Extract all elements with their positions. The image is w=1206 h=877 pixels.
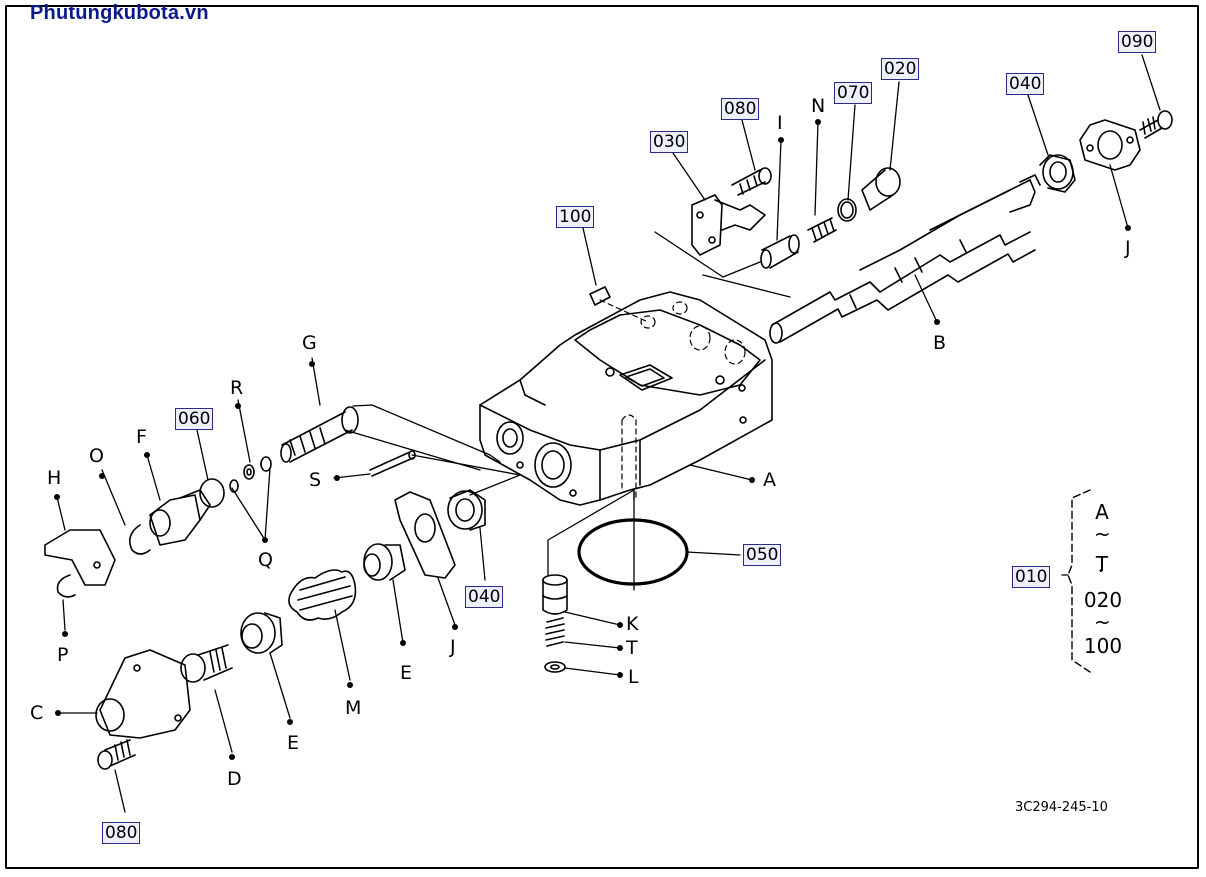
part-code-080-bottom[interactable]: 080 [102, 822, 141, 844]
label-c: C [30, 702, 44, 724]
part-code-090[interactable]: 090 [1118, 31, 1157, 53]
label-a: A [763, 469, 776, 491]
label-n: N [811, 95, 826, 117]
part-code-010[interactable]: 010 [1012, 566, 1051, 588]
label-h: H [47, 467, 62, 489]
pin-s [369, 450, 416, 477]
label-i: I [777, 112, 783, 134]
legend-to-letter: T [1095, 552, 1109, 576]
part-code-100[interactable]: 100 [556, 206, 595, 228]
legend-code-from: 020 [1083, 588, 1123, 612]
label-j-top: J [1125, 237, 1131, 259]
label-o: O [89, 445, 104, 467]
plunger-g [229, 406, 359, 493]
part-code-030[interactable]: 030 [650, 131, 689, 153]
legend-tilde-2: ~ [1094, 610, 1111, 634]
part-code-070[interactable]: 070 [834, 82, 873, 104]
label-k: K [626, 613, 639, 635]
label-d: D [227, 768, 242, 790]
legend-bracket [1067, 489, 1091, 673]
legend-code-to: 100 [1083, 634, 1123, 658]
part-code-060[interactable]: 060 [175, 408, 214, 430]
spool [769, 174, 1041, 344]
label-j-mid: J [450, 636, 456, 658]
part-code-040-mid[interactable]: 040 [465, 586, 504, 608]
leader-dots [54, 119, 1131, 760]
valve-body [479, 291, 773, 506]
bolt-090 [1139, 110, 1173, 139]
leader-lines [56, 54, 1161, 813]
o-ring-050 [577, 518, 689, 586]
spring-assembly [95, 543, 406, 770]
label-s: S [309, 469, 322, 491]
legend-tilde-1: ~ [1094, 522, 1111, 546]
label-b: B [933, 332, 947, 354]
label-p: P [57, 644, 69, 666]
lever-030 [691, 167, 772, 256]
label-m: M [345, 697, 362, 719]
set-screw-100 [589, 286, 611, 306]
legend-from-letter: A [1095, 500, 1109, 524]
label-q: Q [258, 549, 273, 571]
part-code-040-top[interactable]: 040 [1006, 73, 1045, 95]
hidden-bores [599, 299, 746, 501]
label-f: F [136, 426, 147, 448]
label-r: R [230, 377, 244, 399]
legend-dot: • [1098, 566, 1104, 577]
plate-j [394, 489, 486, 579]
label-e-low: E [287, 732, 300, 754]
label-t: T [626, 637, 638, 659]
frame-border [5, 5, 1199, 869]
relief-parts [760, 167, 901, 269]
top-plate [1039, 119, 1141, 193]
label-e-mid: E [400, 662, 413, 684]
brand-watermark[interactable]: Phutungkubota.vn [30, 2, 209, 24]
clip-parts [44, 524, 151, 598]
fitting-f [149, 478, 225, 546]
drawing-number: 3C294-245-10 [1015, 800, 1108, 815]
part-code-080-top[interactable]: 080 [721, 98, 760, 120]
part-code-050[interactable]: 050 [743, 544, 782, 566]
check-valve-parts [542, 574, 568, 673]
label-l: L [628, 666, 639, 688]
label-g: G [302, 332, 317, 354]
part-code-020[interactable]: 020 [881, 58, 920, 80]
